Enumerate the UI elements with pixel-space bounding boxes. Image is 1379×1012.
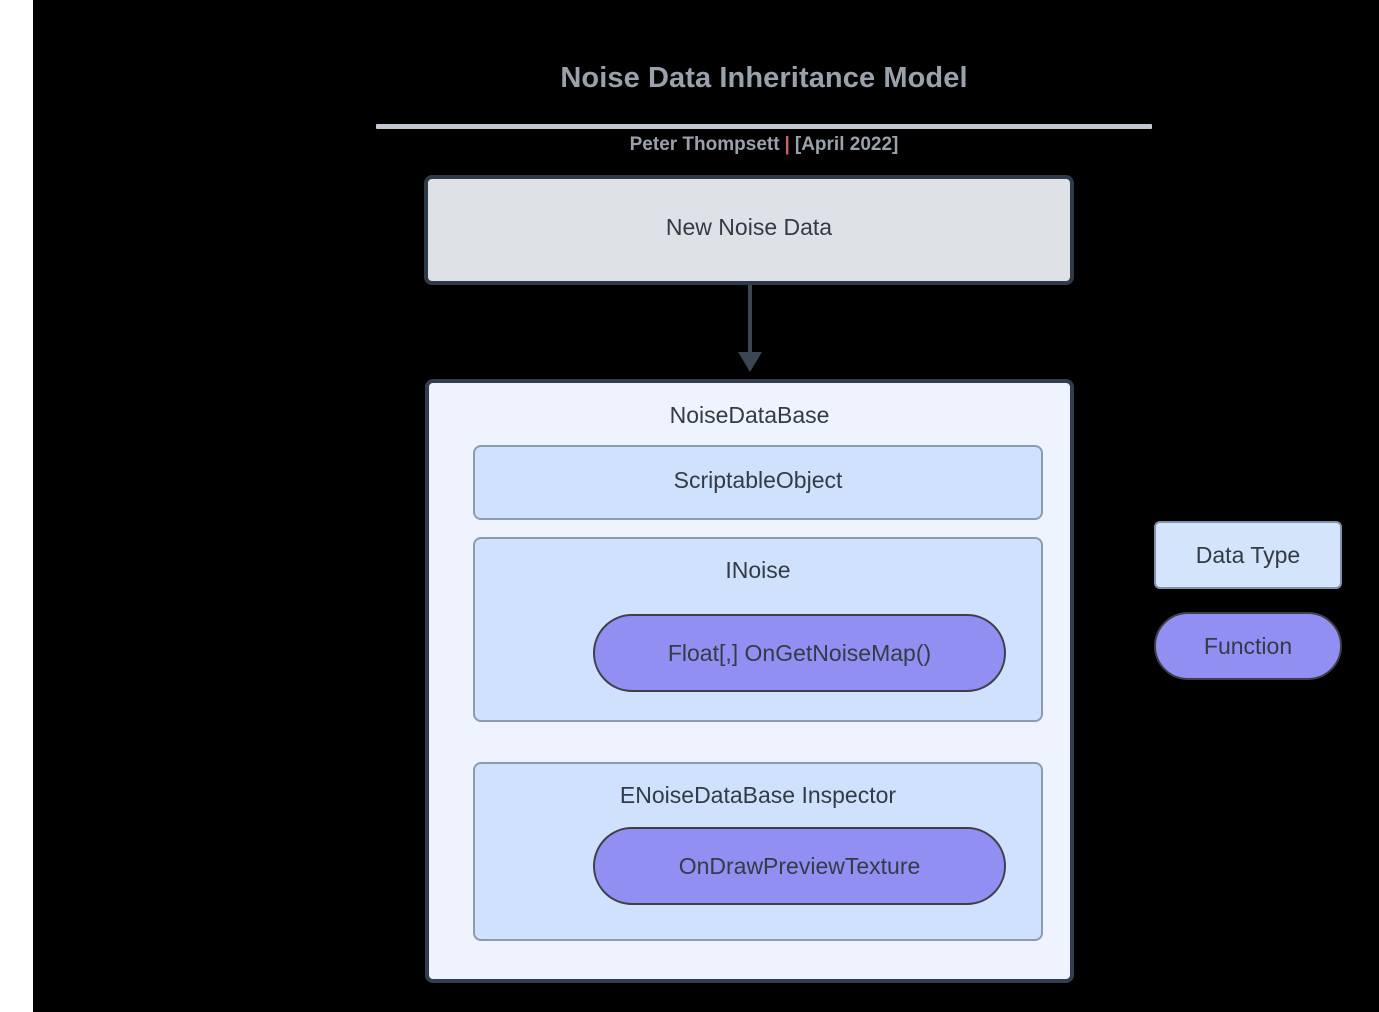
page-title: Noise Data Inheritance Model <box>560 62 968 94</box>
function-ongetnoisemap-label: Float[,] OnGetNoiseMap() <box>667 639 932 666</box>
legend-item-data-type-label: Data Type <box>1195 541 1301 568</box>
node-scriptableobject-label: ScriptableObject <box>673 467 843 493</box>
inheritance-arrow-line <box>748 285 752 357</box>
node-scriptableobject[interactable]: ScriptableObject <box>473 445 1043 520</box>
node-noisedatabase-label: NoiseDataBase <box>669 402 830 428</box>
title-divider <box>376 124 1152 129</box>
inheritance-arrow-head-icon <box>738 352 762 372</box>
node-inoise[interactable]: INoise Float[,] OnGetNoiseMap() <box>473 537 1043 722</box>
function-ondrawpreviewtexture-label: OnDrawPreviewTexture <box>678 852 921 879</box>
node-noisedatabase[interactable]: NoiseDataBase ScriptableObject INoise Fl… <box>425 379 1074 983</box>
legend-item-function-label: Function <box>1203 632 1293 659</box>
legend-item-function: Function <box>1154 612 1342 680</box>
function-ongetnoisemap[interactable]: Float[,] OnGetNoiseMap() <box>593 614 1006 692</box>
node-new-noise-data-label: New Noise Data <box>665 214 833 240</box>
node-enoisedatabase-inspector[interactable]: ENoiseDataBase Inspector OnDrawPreviewTe… <box>473 762 1043 941</box>
byline-separator: | <box>784 134 790 155</box>
byline: Peter Thompsett|[April 2022] <box>376 134 1152 156</box>
byline-author: Peter Thompsett <box>629 134 780 155</box>
legend-item-data-type: Data Type <box>1154 521 1342 589</box>
node-inoise-label: INoise <box>725 557 791 583</box>
node-new-noise-data[interactable]: New Noise Data <box>424 175 1074 285</box>
function-ondrawpreviewtexture[interactable]: OnDrawPreviewTexture <box>593 827 1006 905</box>
byline-date: [April 2022] <box>794 134 899 155</box>
node-enoisedatabase-inspector-label: ENoiseDataBase Inspector <box>619 782 897 808</box>
